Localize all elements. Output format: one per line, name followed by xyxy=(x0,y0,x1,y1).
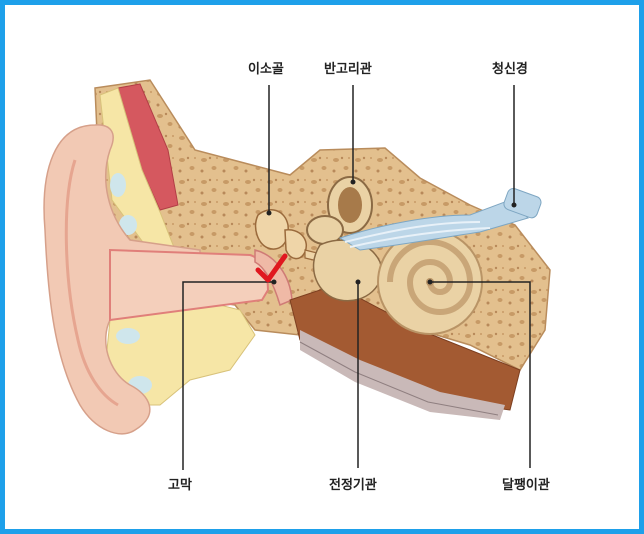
checkmark-icon xyxy=(255,253,288,283)
label-eardrum: 고막 xyxy=(168,478,192,493)
ossicle-bones xyxy=(254,209,326,263)
auditory-nerve-structure xyxy=(338,188,542,251)
fat-layer-upper xyxy=(99,87,176,251)
pointer-lines xyxy=(182,85,531,470)
eardrum-membrane xyxy=(254,249,293,307)
label-auditory-nerve: 청신경 xyxy=(492,62,528,77)
semicircular-canals-structure xyxy=(306,176,373,245)
label-vestibule: 전정기관 xyxy=(329,478,377,493)
label-cochlea: 달팽이관 xyxy=(502,478,550,493)
pointer-dots xyxy=(266,179,517,285)
label-ossicles: 이소골 xyxy=(248,62,284,77)
label-semicircular-canals: 반고리관 xyxy=(324,62,372,77)
